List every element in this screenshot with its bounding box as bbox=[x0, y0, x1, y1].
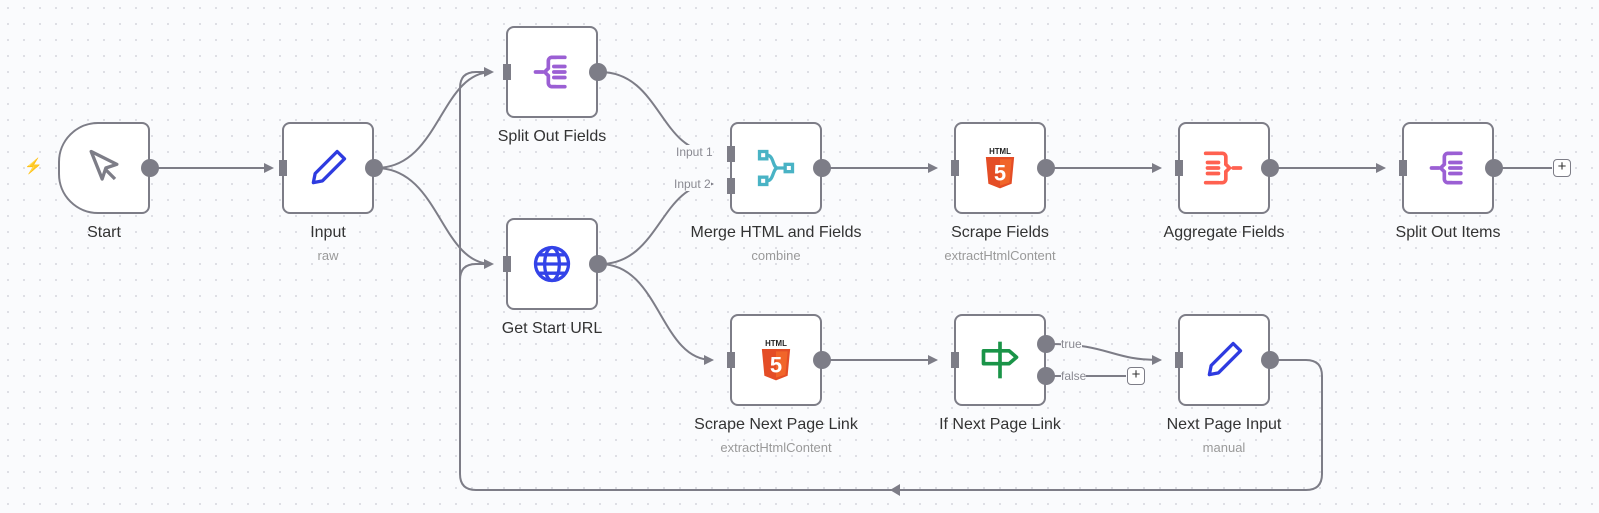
node-label: Scrape Fields bbox=[951, 224, 1049, 241]
node-label: If Next Page Link bbox=[939, 416, 1061, 433]
input-port-1[interactable] bbox=[727, 146, 735, 162]
node-label: Start bbox=[87, 224, 121, 241]
output-port[interactable] bbox=[365, 159, 383, 177]
input-port[interactable] bbox=[503, 256, 511, 272]
node-input[interactable] bbox=[279, 122, 383, 214]
output-port[interactable] bbox=[1261, 159, 1279, 177]
split-out-icon bbox=[533, 55, 567, 89]
edge-input-geturl[interactable] bbox=[375, 167, 494, 269]
output-port-false[interactable] bbox=[1037, 367, 1055, 385]
svg-text:HTML: HTML bbox=[989, 147, 1011, 156]
node-label: Split Out Items bbox=[1395, 224, 1501, 241]
node-subtitle: extractHtmlContent bbox=[944, 248, 1056, 263]
pencil-icon bbox=[1207, 341, 1243, 377]
aggregate-icon bbox=[1203, 151, 1243, 185]
input-port[interactable] bbox=[279, 160, 287, 176]
node-label: Input bbox=[310, 224, 346, 241]
input-port[interactable] bbox=[1175, 352, 1183, 368]
node-aggregate-fields[interactable] bbox=[1175, 122, 1279, 214]
pencil-icon bbox=[311, 149, 347, 185]
node-label: Scrape Next Page Link bbox=[694, 416, 858, 433]
input-port-2[interactable] bbox=[727, 178, 735, 194]
input-1-label: Input 1 bbox=[676, 145, 713, 159]
loop-arrow-marker bbox=[890, 484, 900, 496]
svg-text:5: 5 bbox=[994, 161, 1006, 186]
input-port[interactable] bbox=[503, 64, 511, 80]
node-scrape-fields[interactable]: HTML 5 bbox=[951, 122, 1055, 214]
input-port[interactable] bbox=[1175, 160, 1183, 176]
output-port[interactable] bbox=[141, 159, 159, 177]
svg-text:HTML: HTML bbox=[765, 339, 787, 348]
node-merge[interactable] bbox=[727, 122, 831, 214]
node-start[interactable] bbox=[58, 122, 159, 214]
input-port[interactable] bbox=[951, 352, 959, 368]
edge-loop-to-splitout[interactable] bbox=[459, 71, 484, 300]
node-split-out-fields[interactable] bbox=[503, 26, 607, 118]
node-subtitle: combine bbox=[751, 248, 801, 263]
node-scrape-next-page-link[interactable]: HTML 5 bbox=[727, 314, 831, 406]
cursor-click-icon bbox=[89, 149, 119, 181]
node-next-page-input[interactable] bbox=[1175, 314, 1279, 406]
output-port[interactable] bbox=[813, 159, 831, 177]
node-if-next-page-link[interactable] bbox=[951, 314, 1055, 406]
html5-icon: HTML 5 bbox=[761, 339, 791, 381]
add-node-button[interactable]: + bbox=[1553, 159, 1571, 177]
signpost-icon bbox=[981, 341, 1019, 379]
edge-input-splitout[interactable] bbox=[375, 67, 494, 169]
node-label: Merge HTML and Fields bbox=[690, 224, 862, 241]
trigger-bolt-icon: ⚡ bbox=[24, 158, 43, 175]
merge-icon bbox=[757, 149, 795, 187]
node-label: Split Out Fields bbox=[497, 128, 607, 145]
node-label: Get Start URL bbox=[501, 320, 603, 337]
svg-text:5: 5 bbox=[770, 353, 782, 378]
node-label: Aggregate Fields bbox=[1163, 224, 1285, 241]
output-port[interactable] bbox=[1037, 159, 1055, 177]
node-get-start-url[interactable] bbox=[503, 218, 607, 310]
output-port[interactable] bbox=[1261, 351, 1279, 369]
node-subtitle: raw bbox=[317, 248, 339, 263]
output-port[interactable] bbox=[1485, 159, 1503, 177]
globe-icon bbox=[533, 245, 571, 283]
add-node-button[interactable]: + bbox=[1127, 367, 1145, 385]
output-port[interactable] bbox=[589, 63, 607, 81]
input-port[interactable] bbox=[1399, 160, 1407, 176]
false-label: false bbox=[1061, 369, 1087, 383]
true-label: true bbox=[1061, 337, 1082, 351]
output-port-true[interactable] bbox=[1037, 335, 1055, 353]
output-port[interactable] bbox=[813, 351, 831, 369]
input-2-label: Input 2 bbox=[674, 177, 711, 191]
html5-icon: HTML 5 bbox=[985, 147, 1015, 189]
node-label: Next Page Input bbox=[1166, 416, 1282, 433]
split-out-icon bbox=[1429, 151, 1463, 185]
node-split-out-items[interactable] bbox=[1399, 122, 1503, 214]
node-subtitle: extractHtmlContent bbox=[720, 440, 832, 455]
input-port[interactable] bbox=[951, 160, 959, 176]
input-port[interactable] bbox=[727, 352, 735, 368]
node-subtitle: manual bbox=[1202, 440, 1246, 455]
edge-geturl-scrapenext[interactable] bbox=[599, 263, 714, 365]
output-port[interactable] bbox=[589, 255, 607, 273]
